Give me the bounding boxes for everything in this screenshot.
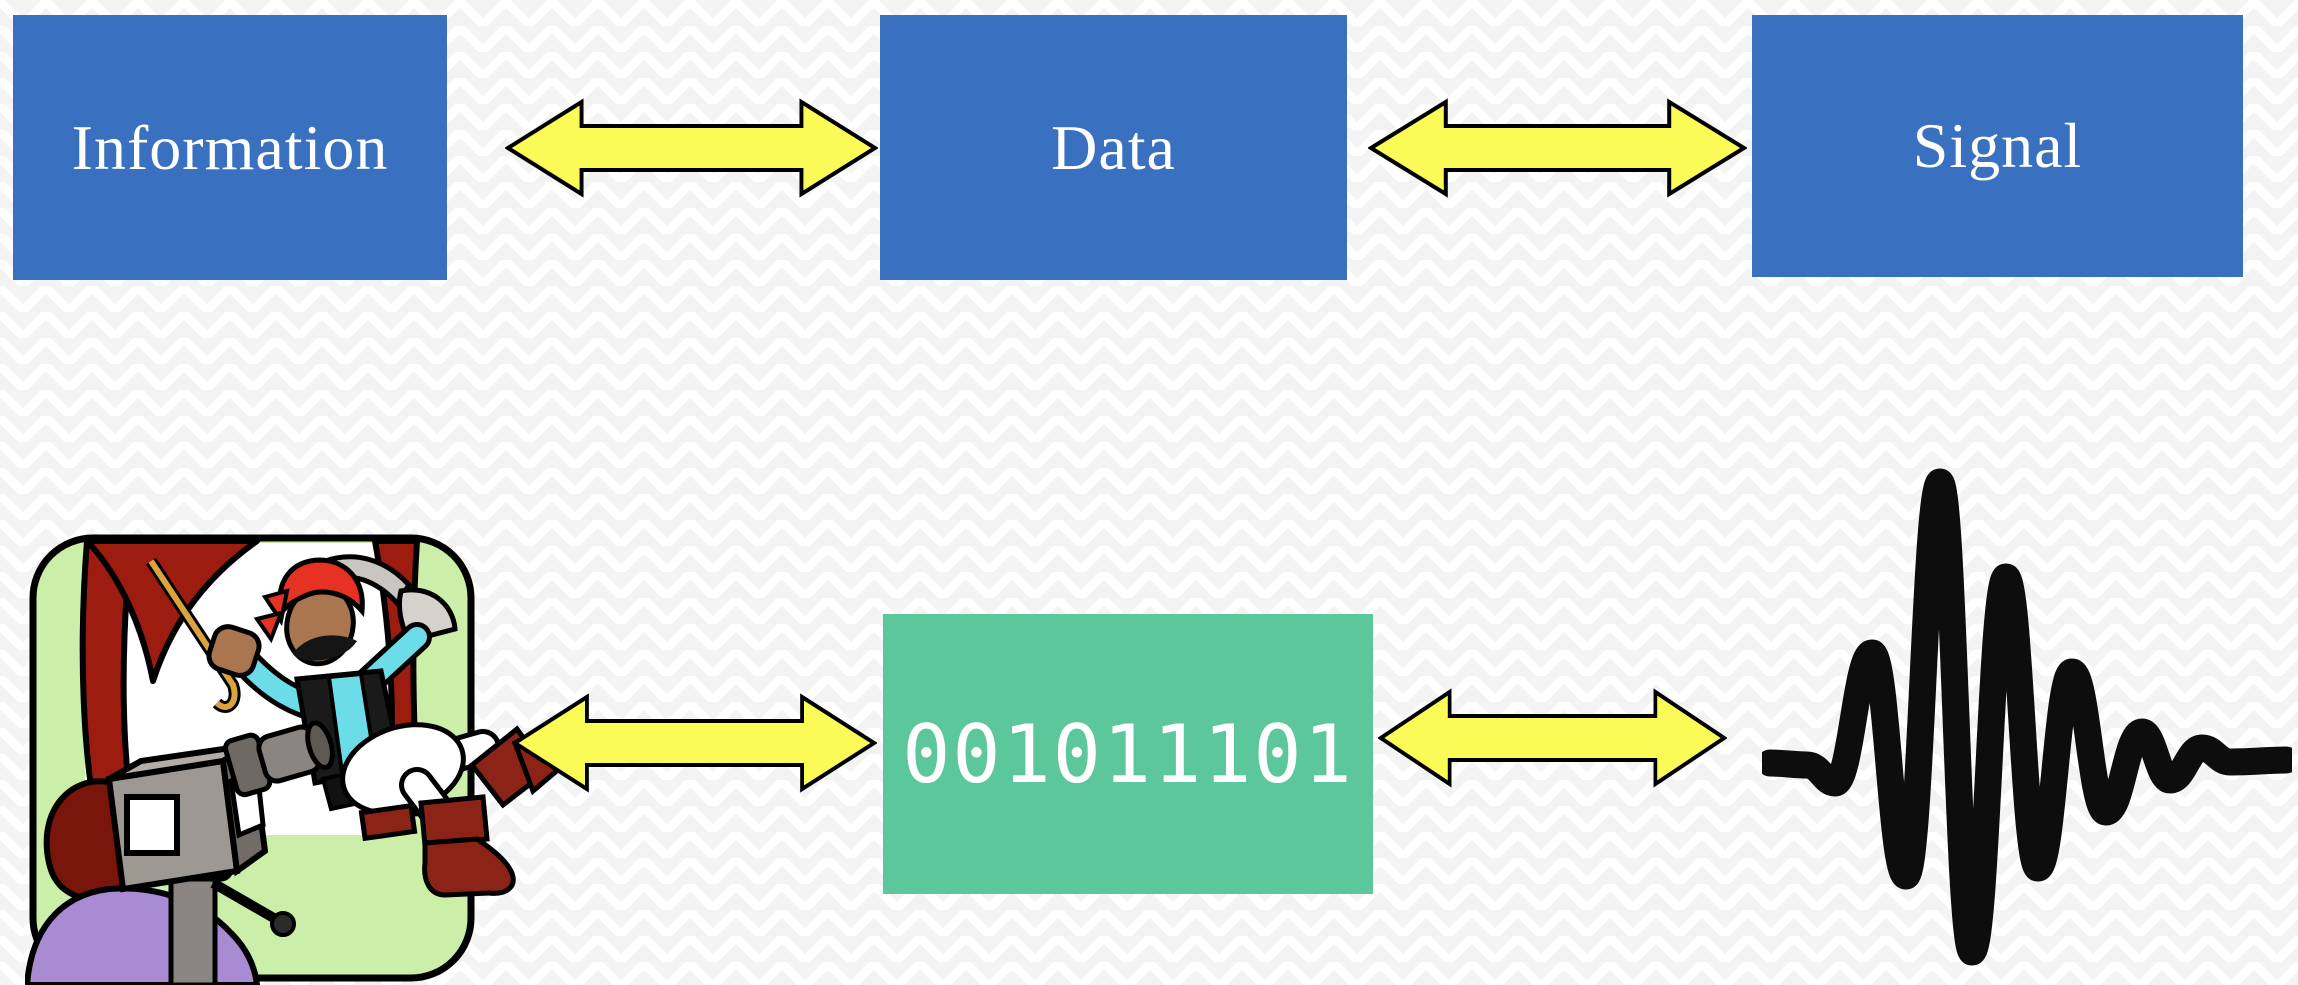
double-arrow-icon [512, 693, 877, 793]
movie-camera-icon [105, 720, 335, 985]
double-arrow-icon [505, 98, 878, 198]
rope-icon [145, 557, 241, 713]
binary-box: 001011101 [883, 614, 1373, 894]
double-arrow-icon [1378, 688, 1727, 788]
signal-box: Signal [1752, 15, 2243, 277]
double-arrow-icon [1368, 98, 1747, 198]
movie-scene-illustration [25, 534, 570, 985]
waveform-icon [1762, 468, 2292, 966]
pirate-icon [206, 554, 570, 898]
binary-value: 001011101 [902, 707, 1354, 801]
data-label: Data [1051, 111, 1176, 183]
information-box: Information [13, 15, 447, 280]
information-label: Information [71, 111, 389, 183]
signal-label: Signal [1912, 110, 2083, 181]
data-box: Data [880, 15, 1347, 280]
